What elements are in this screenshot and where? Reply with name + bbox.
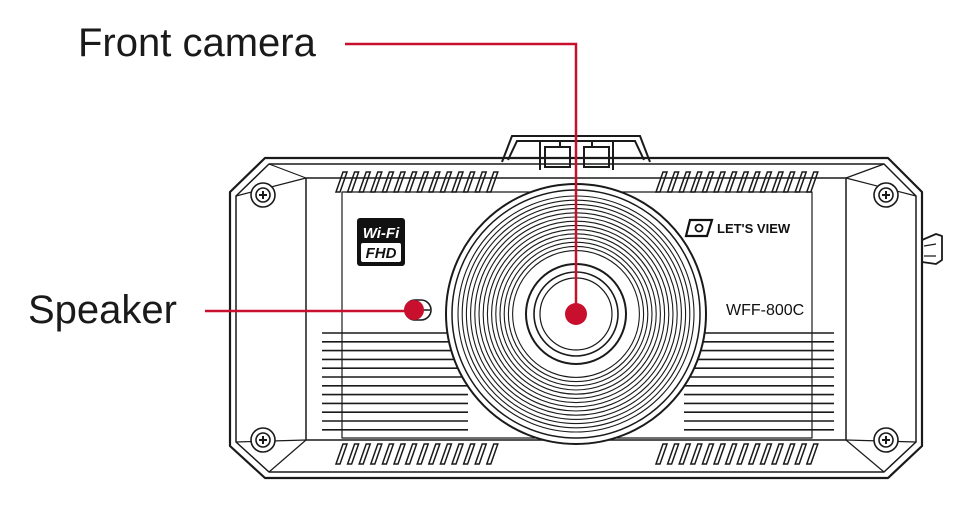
wifi-fhd-badge: Wi-Fi FHD: [357, 218, 405, 266]
vent-slat: [689, 171, 703, 193]
vent-slat: [794, 171, 808, 193]
vent-slat: [724, 171, 738, 193]
callout-speaker: [205, 300, 424, 320]
vent-slat: [782, 171, 796, 193]
vent-slat: [404, 171, 418, 193]
vent-slat: [462, 171, 476, 193]
vent-slat: [747, 443, 761, 465]
vent-slat: [770, 443, 785, 465]
vent-slat: [485, 171, 499, 193]
wifi-badge-label: Wi-Fi: [363, 225, 400, 242]
vent-slat: [759, 443, 773, 465]
vent-slat: [654, 171, 669, 193]
vent-slat: [678, 171, 692, 193]
vent-slat: [701, 171, 715, 193]
vent-slat: [666, 171, 680, 193]
vent-slat: [427, 443, 441, 465]
vent-slat: [654, 443, 669, 465]
vent-slat: [381, 443, 395, 465]
vent-slat: [369, 443, 383, 465]
vent-slat: [439, 443, 453, 465]
vent-slat: [701, 443, 715, 465]
vent-slat: [782, 443, 796, 465]
vent-slat: [678, 443, 692, 465]
vent-slat: [416, 443, 430, 465]
vent-slat: [346, 443, 360, 465]
vent-slat: [381, 171, 395, 193]
vent-slat: [439, 171, 453, 193]
vent-slat: [474, 171, 488, 193]
vent-slat: [736, 171, 750, 193]
vent-slat: [334, 443, 349, 465]
vent-slat: [724, 443, 738, 465]
model-number: WFF-800C: [726, 302, 804, 319]
vent-slats-top-left: [334, 171, 499, 193]
vent-slat: [450, 171, 465, 193]
vent-slat: [334, 171, 349, 193]
fhd-badge-label: FHD: [366, 245, 397, 262]
vent-slat: [346, 171, 360, 193]
speaker-label: Speaker: [28, 288, 177, 332]
vent-slat: [416, 171, 430, 193]
vent-slats-bottom-left: [334, 443, 499, 465]
vent-slats-top-right: [654, 171, 819, 193]
vent-slat: [450, 443, 465, 465]
front-camera-marker: [565, 303, 587, 325]
vent-slat: [358, 171, 372, 193]
speaker-grille-left: [322, 332, 468, 431]
vent-slat: [759, 171, 773, 193]
vent-slat: [369, 171, 383, 193]
callout-front-camera: [345, 42, 587, 325]
vent-slat: [427, 171, 441, 193]
camera-logo-icon: [684, 218, 714, 238]
front-camera-label: Front camera: [78, 21, 317, 65]
vent-slat: [404, 443, 418, 465]
vent-slat: [358, 443, 372, 465]
vent-slat: [805, 443, 819, 465]
vent-slat: [770, 171, 785, 193]
screw-icon: [250, 182, 899, 453]
vent-slat: [666, 443, 680, 465]
speaker-marker: [404, 300, 424, 320]
vent-slats-bottom-right: [654, 443, 819, 465]
vent-slat: [485, 443, 499, 465]
vent-slat: [689, 443, 703, 465]
brand-name: LET'S VIEW: [717, 221, 791, 236]
vent-slat: [474, 443, 488, 465]
vent-slat: [712, 171, 727, 193]
speaker-grille-right: [684, 332, 834, 431]
vent-slat: [392, 171, 407, 193]
vent-slat: [805, 171, 819, 193]
vent-slat: [392, 443, 407, 465]
vent-slat: [462, 443, 476, 465]
vent-slat: [736, 443, 750, 465]
vent-slat: [747, 171, 761, 193]
vent-slat: [794, 443, 808, 465]
vent-slat: [712, 443, 727, 465]
